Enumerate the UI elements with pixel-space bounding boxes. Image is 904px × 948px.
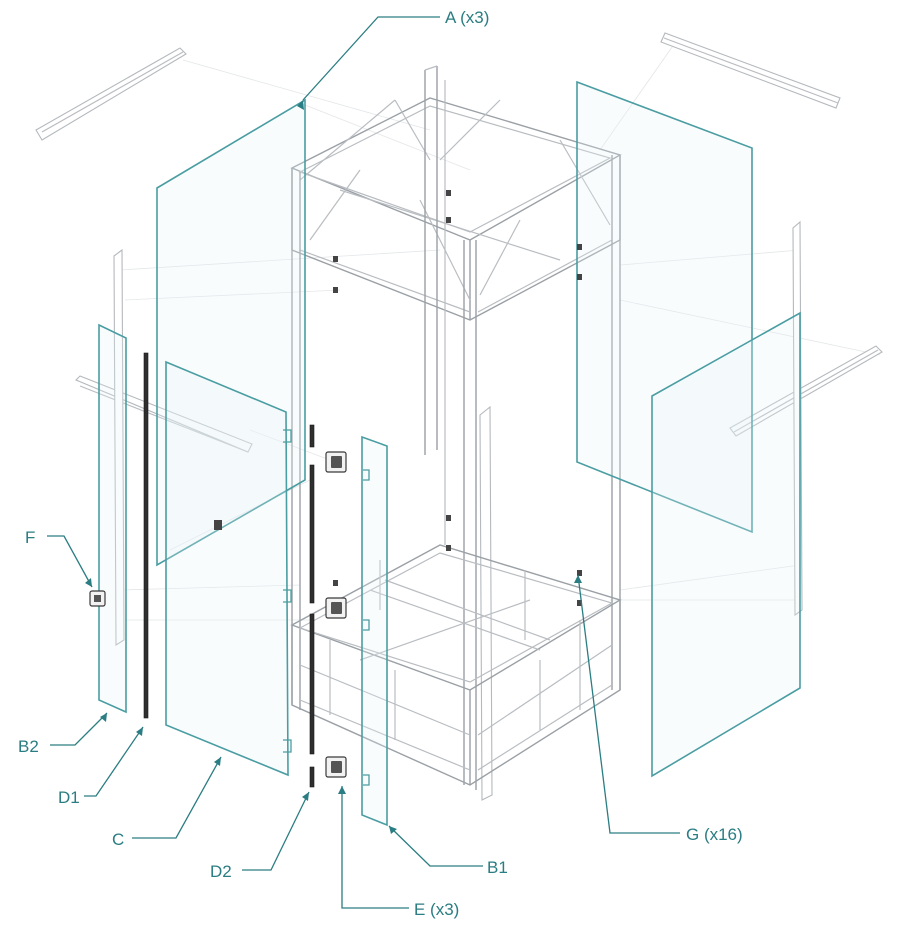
glass-door-c (165, 360, 292, 777)
glass-panel-a-left (156, 98, 306, 567)
handle-f (89, 590, 106, 607)
callout-d1: D1 (58, 788, 80, 807)
hinge-e-top (325, 451, 347, 473)
callout-leaders (47, 16, 680, 909)
top-rail-right (660, 32, 841, 109)
fixed-panel-b1 (361, 435, 388, 827)
enclosure-frame (290, 65, 622, 790)
wall-profile-left (113, 248, 125, 646)
fixed-panel-b2 (98, 323, 127, 714)
callout-arrowheads (85, 100, 582, 834)
seal-strip-d1 (143, 352, 149, 719)
seal-strip-d2 (309, 424, 315, 788)
glass-panel-a-front-right (651, 311, 801, 778)
hinge-e-bottom (325, 756, 347, 778)
top-rail-left (35, 47, 187, 141)
callout-c: C (112, 830, 124, 849)
glass-clips-g (214, 190, 582, 606)
callout-f: F (25, 528, 35, 547)
callout-g: G (x16) (686, 825, 743, 844)
callout-b1: B1 (487, 858, 508, 877)
glass-panel-a-back-right (576, 80, 753, 534)
callout-b2: B2 (18, 737, 39, 756)
callout-d2: D2 (210, 862, 232, 881)
wall-profile-back (479, 405, 493, 801)
hinge-e-middle (325, 597, 347, 619)
middle-rail-right (729, 345, 883, 437)
callout-e: E (x3) (414, 900, 459, 919)
callout-a: A (x3) (445, 8, 489, 27)
assembly-guide-lines (119, 39, 881, 621)
